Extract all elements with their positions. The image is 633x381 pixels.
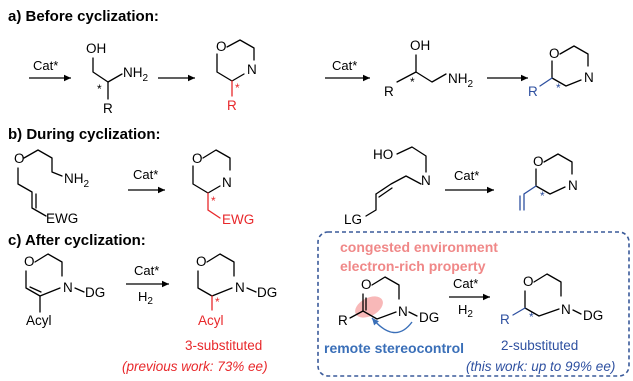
congested-environment-label: congested environment xyxy=(340,239,498,255)
electron-rich-label: electron-rich property xyxy=(340,258,486,274)
morpholine-3-acyl: O N DG * Acyl xyxy=(196,253,277,328)
stereocenter-star: * xyxy=(97,82,102,96)
highlight-blob xyxy=(355,296,383,318)
r-label: R xyxy=(227,98,237,113)
section-a-left: Cat* OH NH2 * R O N * R xyxy=(29,39,257,116)
previous-work-ee: (previous work: 73% ee) xyxy=(122,359,268,374)
oh-label: OH xyxy=(410,38,430,53)
n-label: N xyxy=(63,280,73,295)
n-label: N xyxy=(584,70,594,85)
catalyst-label: Cat* xyxy=(133,167,158,182)
o-label: O xyxy=(533,154,544,169)
remote-stereocontrol-label: remote stereocontrol xyxy=(324,340,464,356)
morpholine-2-substituted-product: O N DG R * xyxy=(500,273,603,327)
n-label: N xyxy=(222,175,232,190)
catalyst-label: Cat* xyxy=(332,58,357,73)
r-label: R xyxy=(338,313,348,328)
this-work-ee: (this work: up to 99% ee) xyxy=(466,359,615,374)
morpholine-3-substituted: O N * R xyxy=(216,39,257,113)
stereocenter-star: * xyxy=(215,295,220,309)
lg-label: LG xyxy=(344,212,362,227)
acyl-label: Acyl xyxy=(26,313,52,328)
ewg-label: EWG xyxy=(46,211,78,226)
stereocenter-star: * xyxy=(529,310,534,324)
catalyst-label: Cat* xyxy=(134,263,159,278)
result-2-substituted: 2-substituted xyxy=(501,338,578,353)
result-3-substituted: 3-substituted xyxy=(185,338,262,353)
o-label: O xyxy=(14,151,25,166)
dg-label: DG xyxy=(85,285,105,300)
section-b-left: O NH2 EWG Cat* O N * EWG xyxy=(14,149,254,227)
oh-label: OH xyxy=(86,41,106,56)
o-label: O xyxy=(196,254,207,269)
catalyst-label: Cat* xyxy=(453,276,478,291)
o-label: O xyxy=(216,39,227,54)
stereocenter-star: * xyxy=(556,81,561,95)
dashed-frame xyxy=(317,231,630,377)
dg-label: DG xyxy=(257,285,277,300)
r-label: R xyxy=(384,84,394,99)
ewg-label: EWG xyxy=(222,212,254,227)
o-label: O xyxy=(361,277,372,292)
morpholine-2-substituted: O N R * xyxy=(528,45,594,99)
r-label: R xyxy=(500,312,510,327)
dehydromorpholine-3-acyl: O N DG Acyl xyxy=(24,253,105,328)
nh2-label: NH2 xyxy=(123,65,149,84)
r-label: R xyxy=(528,84,538,99)
this-work-box: congested environment electron-rich prop… xyxy=(317,231,630,377)
catalyst-label: Cat* xyxy=(33,58,58,73)
amino-alcohol: OH R * NH2 xyxy=(384,38,474,99)
section-a-right: Cat* OH R * NH2 O N R * xyxy=(325,38,594,99)
n-label: N xyxy=(561,302,571,317)
acyl-label: Acyl xyxy=(198,313,224,328)
r-label: R xyxy=(103,101,113,116)
o-label: O xyxy=(523,274,534,289)
dehydromorpholine-2-substituted: O N DG R xyxy=(338,276,439,334)
dg-label: DG xyxy=(583,308,603,323)
stereocenter-star: * xyxy=(235,81,240,95)
h2-label: H2 xyxy=(458,302,473,320)
h2-label: H2 xyxy=(138,289,153,307)
allylic-substrate: HO N LG xyxy=(344,146,431,227)
ho-label: HO xyxy=(373,147,393,162)
n-label: N xyxy=(247,62,257,77)
o-label: O xyxy=(549,46,560,61)
n-label: N xyxy=(421,173,431,188)
morpholine-3-ewg: O N * EWG xyxy=(192,149,254,227)
o-label: O xyxy=(24,254,35,269)
stereocenter-star: * xyxy=(211,194,216,208)
section-b-right: HO N LG Cat* O N * xyxy=(344,146,578,227)
n-label: N xyxy=(568,178,578,193)
morpholine-2-vinyl: O N * xyxy=(519,153,578,211)
remote-control-arrow xyxy=(371,317,413,334)
nh2-label: NH2 xyxy=(64,171,90,190)
heading-during-cyclization: b) During cyclization: xyxy=(8,126,161,143)
n-label: N xyxy=(235,280,245,295)
aza-michael-substrate: O NH2 EWG xyxy=(14,149,90,226)
dg-label: DG xyxy=(419,310,439,325)
o-label: O xyxy=(192,151,203,166)
n-label: N xyxy=(398,304,408,319)
section-c-left: O N DG Acyl Cat* H2 O N DG * Acyl 3-subs… xyxy=(24,253,277,374)
stereocenter-star: * xyxy=(410,75,415,89)
stereocenter-star: * xyxy=(540,189,545,203)
amino-alcohol: OH NH2 * R xyxy=(86,41,149,116)
catalyst-label: Cat* xyxy=(454,168,479,183)
nh2-label: NH2 xyxy=(448,71,474,90)
heading-before-cyclization: a) Before cyclization: xyxy=(8,8,159,25)
heading-after-cyclization: c) After cyclization: xyxy=(8,232,146,249)
